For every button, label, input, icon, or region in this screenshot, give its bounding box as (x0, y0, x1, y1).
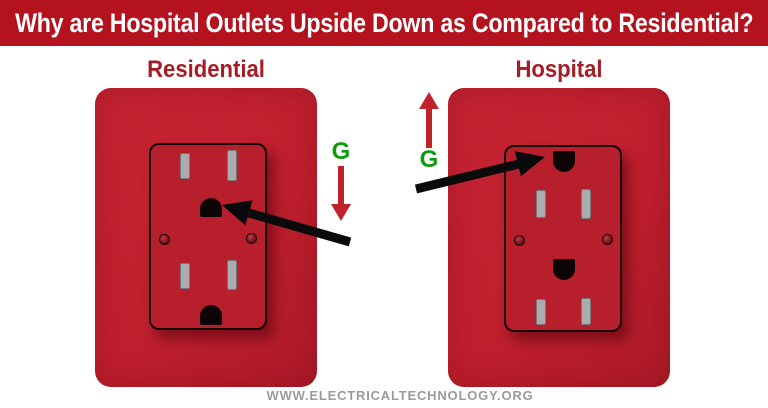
mounting-screw-icon (514, 235, 525, 246)
page-title: Why are Hospital Outlets Upside Down as … (14, 7, 754, 38)
arrow-down-icon (331, 166, 351, 221)
residential-label: Residential (147, 56, 265, 83)
neutral-slot (227, 260, 237, 290)
mounting-screw-icon (602, 234, 613, 245)
mounting-screw-icon (159, 234, 170, 245)
arrow-up-icon (419, 92, 439, 148)
hospital-wall-plate (448, 88, 670, 387)
ground-label: G (419, 146, 439, 173)
hot-slot (536, 190, 546, 218)
neutral-slot (581, 189, 591, 219)
pointer-arrow-icon (222, 200, 352, 247)
hospital-outlet-faceplate (504, 145, 622, 332)
neutral-slot (581, 298, 591, 325)
pointer-arrow-icon (414, 151, 545, 194)
residential-ground-indicator: G (327, 140, 355, 222)
ground-label: G (331, 138, 351, 165)
hospital-ground-indicator: G (415, 92, 443, 172)
ground-pin-hole (553, 151, 575, 172)
title-banner: Why are Hospital Outlets Upside Down as … (0, 0, 768, 46)
residential-wall-plate (95, 88, 317, 387)
ground-pin-hole (200, 305, 222, 325)
ground-pin-hole (200, 198, 222, 217)
hot-slot (180, 153, 190, 179)
ground-pin-hole (553, 259, 575, 280)
residential-outlet-faceplate (149, 143, 267, 330)
hospital-label: Hospital (515, 56, 603, 83)
website-url: WWW.ELECTRICALTECHNOLOGY.ORG (266, 388, 534, 403)
hot-slot (536, 299, 546, 325)
mounting-screw-icon (246, 233, 257, 244)
neutral-slot (227, 150, 237, 181)
hot-slot (180, 263, 190, 289)
